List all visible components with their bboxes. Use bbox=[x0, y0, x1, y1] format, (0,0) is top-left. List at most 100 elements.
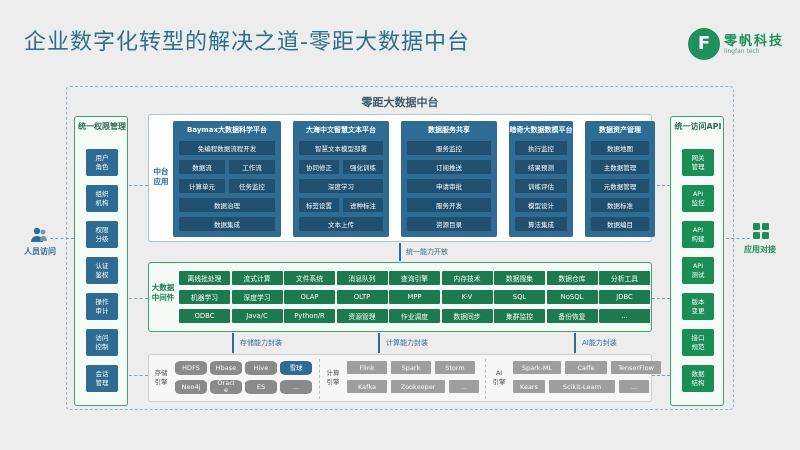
open-connector bbox=[399, 243, 401, 261]
app-cell: 服务开发 bbox=[407, 198, 491, 212]
middleware-cell: NoSQL bbox=[546, 290, 598, 304]
app-cell: 免编程数据流程开发 bbox=[179, 141, 275, 155]
compute-engine-item: Zookeeper bbox=[391, 380, 445, 393]
middle-platform-label: 中台 应用 bbox=[153, 167, 169, 186]
middleware-cell: MPP bbox=[389, 290, 440, 304]
app-cell: 文本上传 bbox=[299, 217, 383, 231]
app-cell: 服务监控 bbox=[407, 141, 491, 155]
logo-mark-icon: F bbox=[688, 28, 720, 60]
app-cell: 协同修正 bbox=[299, 160, 339, 174]
permission-item: 权限 分级 bbox=[86, 221, 118, 248]
ai-engine-item: TensorFlow bbox=[611, 361, 661, 374]
person-arrow bbox=[50, 238, 74, 239]
middleware-cell: OLTP bbox=[336, 290, 388, 304]
app-arrow bbox=[726, 238, 750, 239]
app-cell: 任务监控 bbox=[229, 179, 275, 193]
app-column-title: 暗奇大数据数模平台 bbox=[509, 126, 573, 134]
storage-engine-label: 存储 引擎 bbox=[154, 369, 168, 386]
middleware-cell: JDBC bbox=[599, 290, 650, 304]
app-column-title: 大海中文智慧文本平台 bbox=[306, 126, 376, 134]
app-grid-icon bbox=[752, 222, 770, 240]
compute-engine-item: ... bbox=[449, 380, 479, 393]
right-dm-connector bbox=[652, 298, 670, 299]
storage-engine-item: Hbase bbox=[210, 361, 242, 375]
app-cell: 元数据管理 bbox=[591, 179, 649, 193]
company-logo: F 零帆科技 lingfan tech bbox=[688, 28, 788, 64]
app-column-title: 数据资产管理 bbox=[599, 126, 641, 134]
api-item: API 监控 bbox=[682, 185, 714, 212]
app-cell: 结果预测 bbox=[515, 160, 567, 174]
page-title: 企业数字化转型的解决之道-零距大数据中台 bbox=[24, 30, 470, 55]
compute-engine-item: Storm bbox=[435, 361, 475, 374]
middleware-cell: ODBC bbox=[179, 309, 230, 323]
app-cell: 训练评估 bbox=[515, 179, 567, 193]
storage-engine-item: Neo4j bbox=[175, 380, 207, 394]
app-cell: 进种标注 bbox=[343, 198, 383, 212]
storage-capability-label: 存储能力封装 bbox=[240, 339, 282, 347]
api-item: API 测试 bbox=[682, 257, 714, 284]
app-cell: 数据编目 bbox=[591, 217, 649, 231]
storage-connector bbox=[232, 333, 234, 353]
app-cell: 数据地图 bbox=[591, 141, 649, 155]
middleware-cell: 消息队列 bbox=[336, 271, 388, 285]
platform-frame bbox=[66, 86, 734, 410]
app-cell: 模型设计 bbox=[515, 198, 567, 212]
middleware-cell: Python/R bbox=[284, 309, 335, 323]
app-cell: 算法集成 bbox=[515, 217, 567, 231]
permission-item: 组织 机构 bbox=[86, 185, 118, 212]
permission-item: 操作 审计 bbox=[86, 293, 118, 320]
app-cell: 工作流 bbox=[229, 160, 275, 174]
app-cell: 强化训练 bbox=[343, 160, 383, 174]
middleware-cell: SQL bbox=[494, 290, 545, 304]
app-column: 数据服务共享服务监控订阅推送申请审批服务开发资源目录 bbox=[401, 121, 497, 237]
app-cell: 智慧文本模型部署 bbox=[299, 141, 383, 155]
middleware-cell: K-V bbox=[441, 290, 493, 304]
compute-engine-item: Flink bbox=[347, 361, 387, 374]
storage-engine-item: 雪球 bbox=[280, 361, 312, 375]
permission-item: 访问 控制 bbox=[86, 329, 118, 356]
middleware-label: 大数据 中间件 bbox=[151, 283, 175, 302]
api-item: 数据 结构 bbox=[682, 365, 714, 392]
middleware-cell: 流式计算 bbox=[231, 271, 283, 285]
middleware-cell: 备份恢复 bbox=[546, 309, 598, 323]
middleware-box: 大数据 中间件 离线批处理流式计算文件系统消息队列查询引擎内存技术数据搜集数据仓… bbox=[148, 262, 652, 332]
middleware-cell: 机器学习 bbox=[179, 290, 230, 304]
middleware-cell: 分析工具 bbox=[599, 271, 650, 285]
storage-engine-item: ... bbox=[280, 380, 312, 394]
permission-panel-title: 统一权限管理 bbox=[78, 122, 126, 131]
compute-engine-item: Spark bbox=[391, 361, 431, 374]
middle-platform-box: 中台 应用 Baymax大数据科学平台免编程数据流程开发数据流工作流计算单元任务… bbox=[148, 114, 655, 242]
left-mid-connector bbox=[129, 185, 148, 186]
middleware-cell: OLAP bbox=[284, 290, 335, 304]
middleware-cell: 离线批处理 bbox=[179, 271, 230, 285]
app-cell: 数据治理 bbox=[179, 198, 275, 212]
app-cell: 申请审批 bbox=[407, 179, 491, 193]
app-cell: 数据标准 bbox=[591, 198, 649, 212]
app-cell: 计算单元 bbox=[179, 179, 225, 193]
app-integration-label: 应用对接 bbox=[744, 245, 776, 254]
person-access-label: 人员访问 bbox=[24, 247, 56, 256]
api-item: 版本 变更 bbox=[682, 293, 714, 320]
api-item: API 构建 bbox=[682, 221, 714, 248]
middleware-cell: 数据搜集 bbox=[494, 271, 545, 285]
permission-panel: 统一权限管理 用户 角色组织 机构权限 分级认证 鉴权操作 审计访问 控制会话 … bbox=[74, 116, 128, 406]
api-panel-title: 统一访问API bbox=[674, 122, 722, 131]
logo-name: 零帆科技 bbox=[724, 34, 785, 49]
api-item: 网关 管理 bbox=[682, 149, 714, 176]
app-cell: 深度学习 bbox=[299, 179, 383, 193]
app-column-title: 数据服务共享 bbox=[428, 126, 470, 134]
middleware-cell: 数据仓库 bbox=[546, 271, 598, 285]
app-column: 暗奇大数据数模平台执行监控结果预测训练评估模型设计算法集成 bbox=[509, 121, 573, 237]
ai-engine-item: ... bbox=[619, 380, 649, 393]
app-column: 数据资产管理数据地图主数据管理元数据管理数据标准数据编目 bbox=[585, 121, 655, 237]
middleware-cell: Java/C bbox=[231, 309, 283, 323]
right-mid-connector bbox=[652, 185, 670, 186]
compute-capability-label: 计算能力封装 bbox=[386, 339, 428, 347]
middleware-cell: 深度学习 bbox=[231, 290, 283, 304]
app-cell: 数据集成 bbox=[179, 217, 275, 231]
ai-engine-item: Caffe bbox=[565, 361, 607, 374]
app-cell: 标签设置 bbox=[299, 198, 339, 212]
app-column-title: Baymax大数据科学平台 bbox=[187, 126, 267, 134]
app-cell: 主数据管理 bbox=[591, 160, 649, 174]
